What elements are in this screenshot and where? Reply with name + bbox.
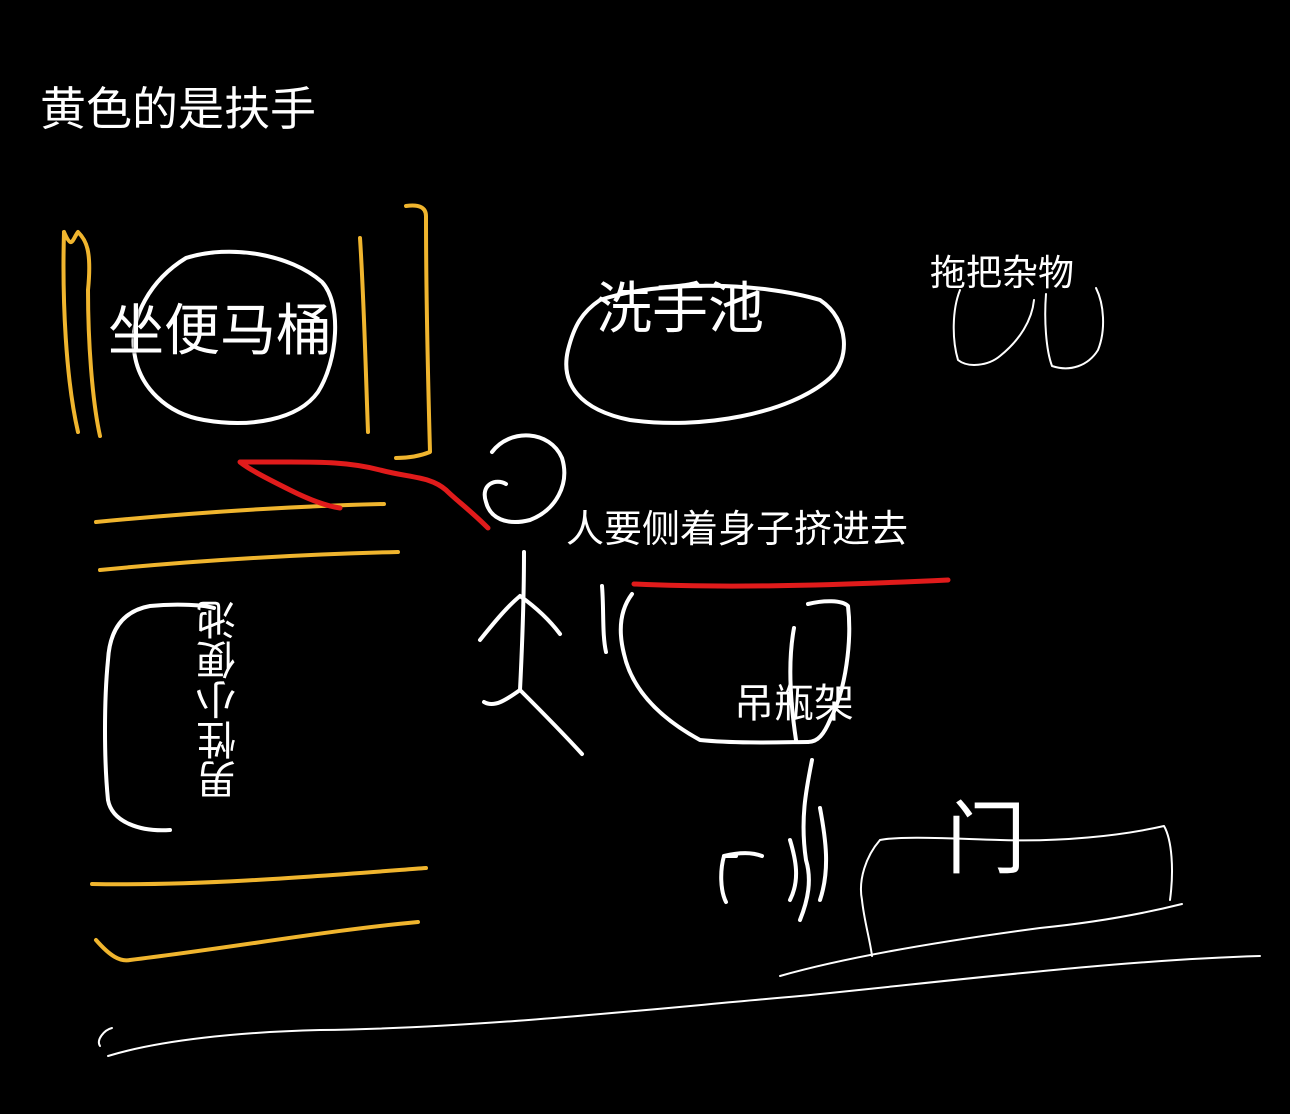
mop-label: 拖把杂物 xyxy=(930,253,1075,294)
handrail-bottom-2 xyxy=(94,920,420,963)
squeeze-note: 人要侧着身子挤进去 xyxy=(566,507,909,551)
mop-shape-2 xyxy=(1044,287,1105,370)
person-side xyxy=(618,592,810,745)
handrail-middle-1 xyxy=(94,502,386,524)
toilet-label: 坐便马桶 xyxy=(108,299,332,364)
door-outline xyxy=(860,825,1173,957)
handrails xyxy=(61,203,432,963)
handrail-middle-2 xyxy=(98,550,400,572)
sink-label: 洗手池 xyxy=(596,277,764,342)
urinal-label: 男性小便池 xyxy=(197,600,243,800)
path-to-toilet xyxy=(237,459,491,531)
floor-line-lower xyxy=(107,955,1261,1057)
mop-shape-1 xyxy=(952,289,1035,366)
floor-line-hook xyxy=(98,1027,113,1047)
toilet-outline xyxy=(131,249,338,425)
path-horizontal xyxy=(631,577,951,589)
squeeze-path xyxy=(237,459,951,589)
legend-title: 黄色的是扶手 xyxy=(40,82,316,136)
urinal-outline xyxy=(103,602,216,833)
door-label: 门 xyxy=(946,793,1026,886)
person-head xyxy=(482,433,567,524)
handrail-right-inner xyxy=(358,236,370,434)
iv-stand-outline xyxy=(788,599,852,744)
iv-stand-label: 吊瓶架 xyxy=(734,681,854,727)
person-body xyxy=(478,550,584,756)
person-arm-right xyxy=(600,584,608,654)
sink-outline xyxy=(564,283,846,425)
handrail-left xyxy=(61,230,102,438)
sketch-strokes xyxy=(98,249,1261,1057)
iv-stand-pole xyxy=(788,758,829,922)
handrail-right-outer xyxy=(394,203,432,460)
floor-line-upper xyxy=(779,903,1183,977)
bracket-left xyxy=(719,851,764,904)
handrail-bottom-1 xyxy=(90,866,428,887)
